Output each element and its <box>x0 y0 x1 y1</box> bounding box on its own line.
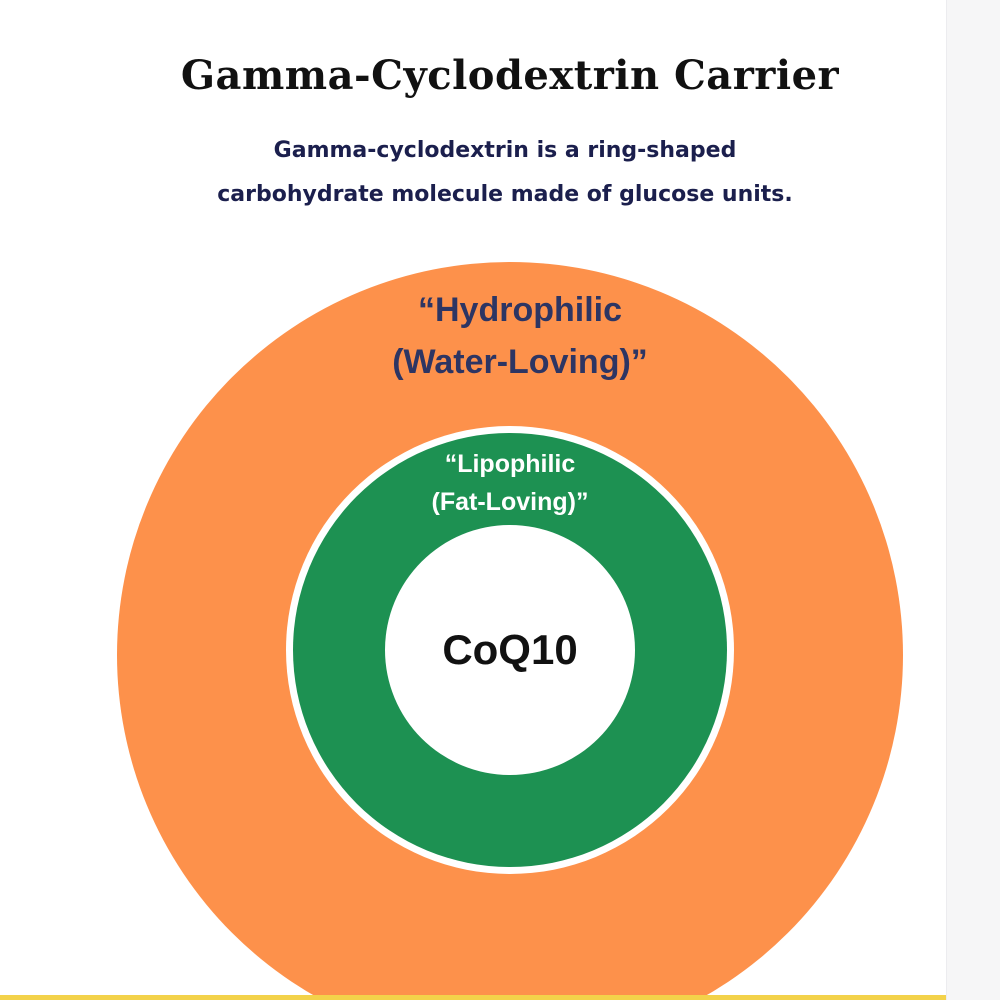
page-title: Gamma-Cyclodextrin Carrier <box>180 52 840 99</box>
subtitle-line-1: Gamma-cyclodextrin is a ring-shaped <box>273 138 737 163</box>
outer-ring-label-line-1: “Hydrophilic <box>417 291 623 329</box>
outer-ring-label-line-2: (Water-Loving)” <box>392 343 648 381</box>
subtitle-line-2: carbohydrate molecule made of glucose un… <box>217 182 793 207</box>
middle-ring-label-line-2: (Fat-Loving)” <box>431 488 589 516</box>
core-circle <box>385 525 635 775</box>
right-side-panel <box>946 0 1000 1000</box>
core-label: CoQ10 <box>442 626 578 673</box>
middle-ring-label-line-1: “Lipophilic <box>444 450 576 478</box>
bottom-accent-line <box>0 995 946 1000</box>
